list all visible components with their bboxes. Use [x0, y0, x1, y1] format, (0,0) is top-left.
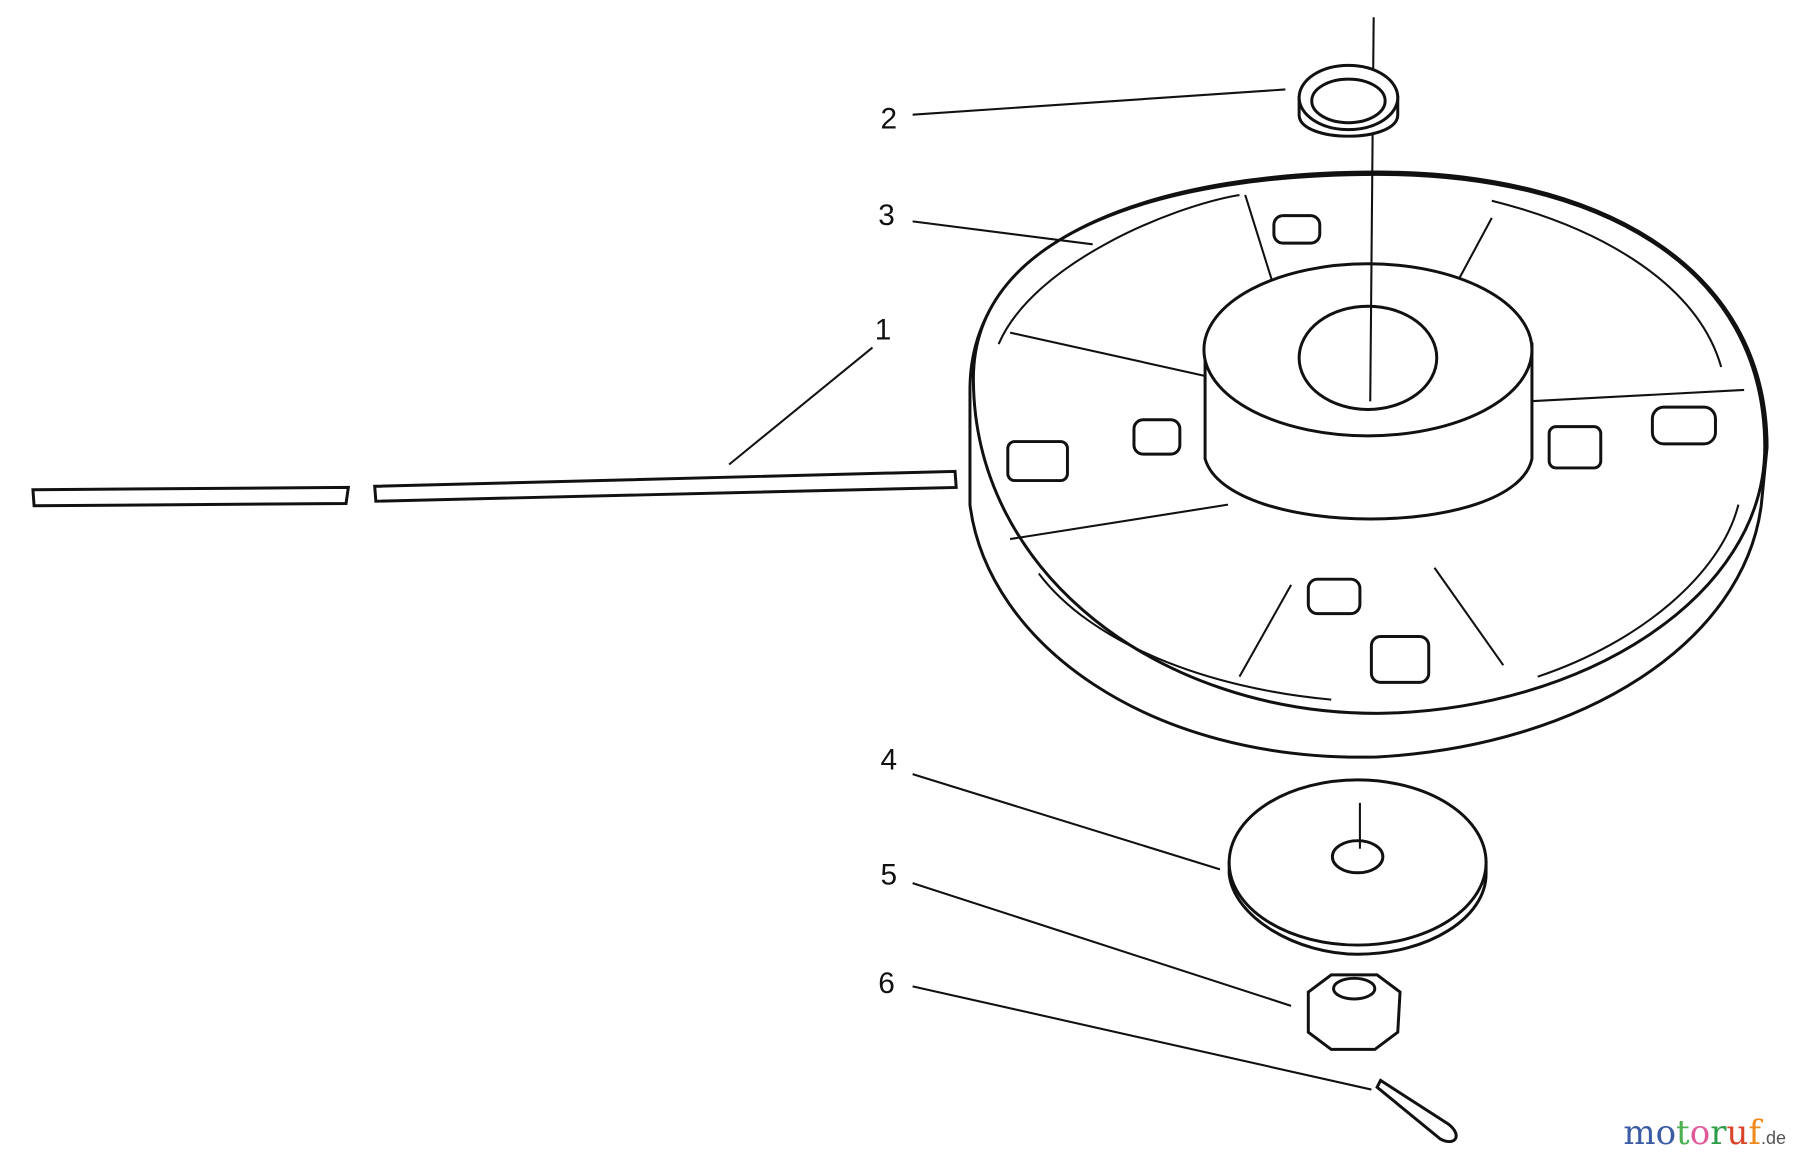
ring-part-2 — [1297, 63, 1400, 138]
callout-6: 6 — [878, 967, 895, 1000]
leader-lines — [728, 88, 1372, 1091]
trimmer-line-part-1 — [31, 469, 958, 508]
callout-1: 1 — [875, 313, 892, 346]
callout-3: 3 — [878, 199, 895, 232]
callout-2: 2 — [881, 102, 898, 135]
callout-4: 4 — [881, 744, 898, 777]
hub-disk-part-3 — [968, 170, 1769, 759]
cotter-pin-part-6 — [1375, 1078, 1458, 1144]
callout-5: 5 — [881, 858, 898, 891]
nut-part-5 — [1306, 973, 1402, 1051]
motoruf-logo: motoruf.de — [1623, 1113, 1786, 1153]
washer-part-4 — [1227, 778, 1488, 956]
